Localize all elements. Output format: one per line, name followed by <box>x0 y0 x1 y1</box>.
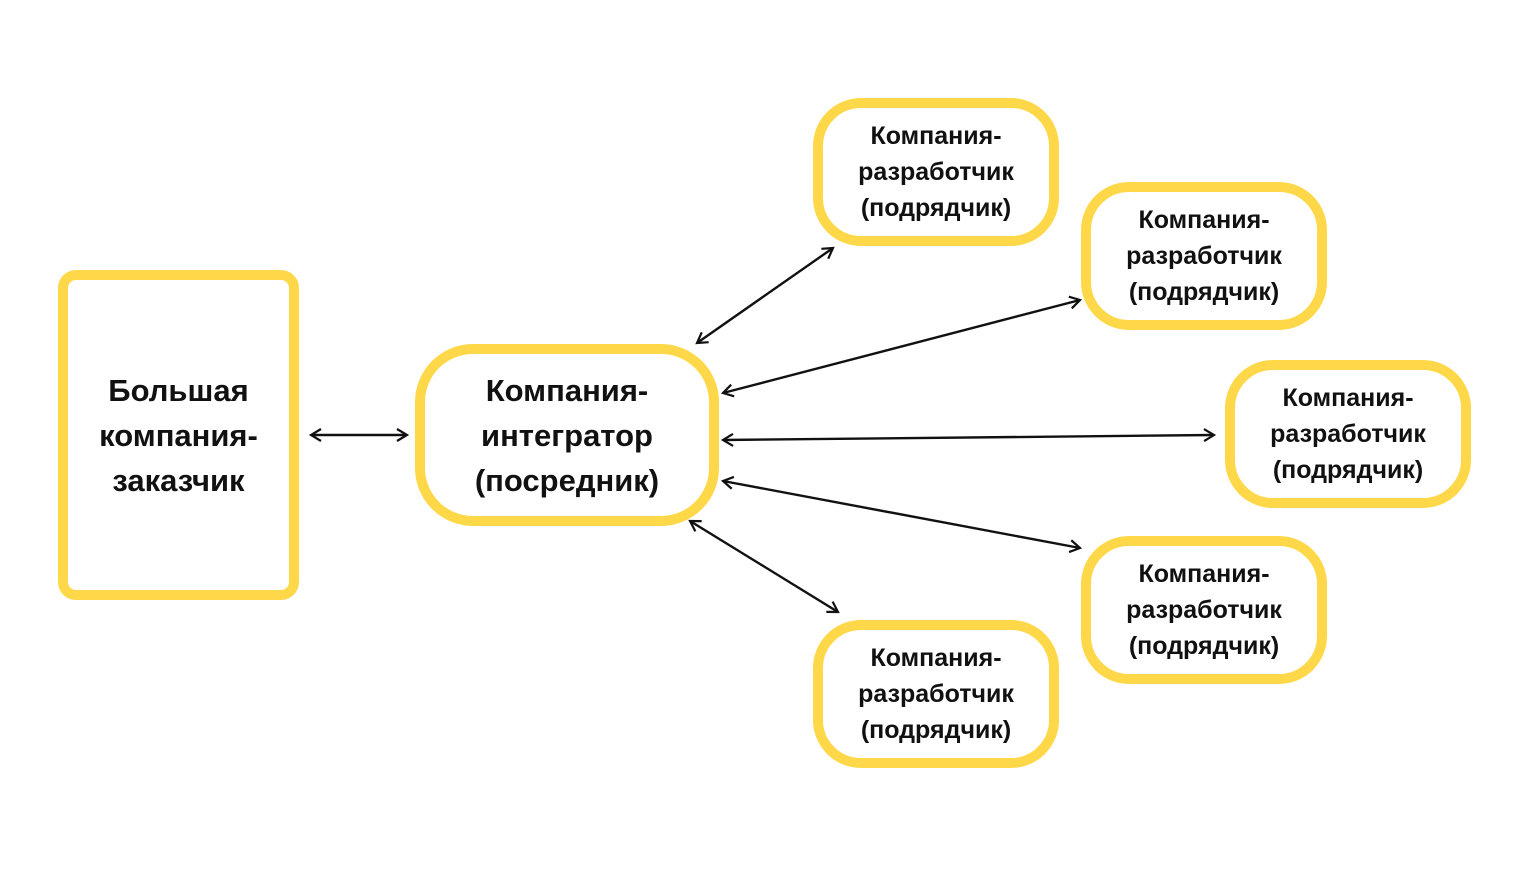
contractor-box-1: Компания- разработчик (подрядчик) <box>813 98 1059 246</box>
arrow-integrator-contractor-2 <box>720 295 1083 398</box>
box-text-line: разработчик <box>1126 596 1282 624</box>
integrator-company-box: Компания- интегратор (посредник) <box>415 344 719 526</box>
contractor-box-2: Компания- разработчик (подрядчик) <box>1081 182 1327 330</box>
box-text-line: Компания- <box>870 644 1002 672</box>
contractor-box-5: Компания- разработчик (подрядчик) <box>813 620 1059 768</box>
box-text-line: разработчик <box>858 680 1014 708</box>
box-text-line: (подрядчик) <box>860 194 1012 222</box>
box-text-line: Компания- <box>485 372 649 408</box>
box-text-line: Компания- <box>1138 206 1270 234</box>
box-text-line: (подрядчик) <box>1272 456 1424 484</box>
box-text-line: разработчик <box>858 158 1014 186</box>
contractor-box-4: Компания- разработчик (подрядчик) <box>1081 536 1327 684</box>
box-text-line: разработчик <box>1126 242 1282 270</box>
box-text-line: Компания- <box>1138 560 1270 588</box>
box-text-line: (посредник) <box>474 462 660 498</box>
arrow-integrator-contractor-3 <box>720 428 1217 447</box>
arrow-integrator-contractor-1 <box>695 246 835 345</box>
box-text-line: Компания- <box>870 122 1002 150</box>
box-text-line: заказчик <box>112 462 245 498</box>
box-text-line: Большая <box>108 372 249 408</box>
arrow-integrator-contractor-5 <box>688 519 840 614</box>
box-text-line: (подрядчик) <box>1128 278 1280 306</box>
client-company-box: Большая компания- заказчик <box>58 270 299 600</box>
box-text-line: разработчик <box>1270 420 1426 448</box>
contractor-box-3: Компания- разработчик (подрядчик) <box>1225 360 1471 508</box>
box-text-line: (подрядчик) <box>1128 632 1280 660</box>
arrow-integrator-contractor-4 <box>720 475 1083 554</box>
box-text-line: (подрядчик) <box>860 716 1012 744</box>
box-text-line: Компания- <box>1282 384 1414 412</box>
box-text-line: интегратор <box>481 417 653 453</box>
box-text-line: компания- <box>99 417 258 453</box>
